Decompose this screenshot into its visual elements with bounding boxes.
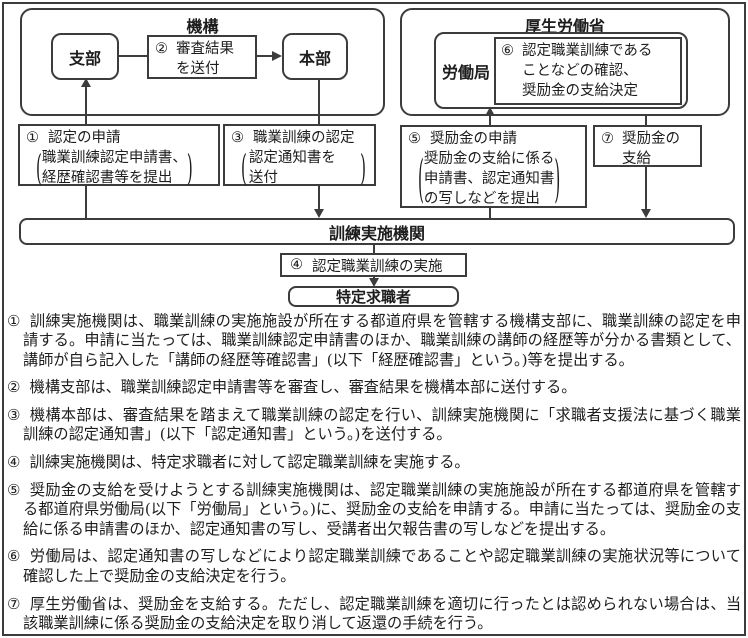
note-number: ② xyxy=(7,378,21,397)
note-text: 機構本部は、審査結果を踏まえて職業訓練の認定を行い、訓練実施機関に「求職者支援法… xyxy=(23,406,741,444)
labor-bureau-box: 労働局 ⑥ 認定職業訓練である ことなどの確認、 奨励金の支給決定 xyxy=(434,32,688,109)
step1-number: ① xyxy=(26,130,39,146)
step1-paren-text: 職業訓練認定申請書、 経歴確認書等を提出 xyxy=(41,150,187,186)
job-seeker-box: 特定求職者 xyxy=(288,286,459,307)
subsidy-application-box: ⑤ 奨励金の申請 奨励金の支給に係る 申請書、認定通知書 の写しなどを提出 xyxy=(400,125,587,208)
honbu-box: 本部 xyxy=(282,33,348,80)
note-number: ⑤ xyxy=(7,481,21,500)
note-text: 機構支部は、職業訓練認定申請書等を審査し、審査結果を機構本部に送付する。 xyxy=(29,378,577,397)
kikou-title: 機構 xyxy=(186,17,219,36)
note-number: ⑦ xyxy=(7,594,21,613)
kikou-group-box: 機構 支部 ② 審査結果 を送付 本部 xyxy=(20,8,385,116)
paren-right-decoration xyxy=(187,145,193,192)
note-text: 厚生労働省は、奨励金を支給する。ただし、認定職業訓練を適切に行ったとは認められな… xyxy=(23,594,742,632)
step3-paren-text: 認定通知書を 送付 xyxy=(248,150,336,186)
arrow-up-icon xyxy=(485,107,495,116)
connector-band-step4 xyxy=(373,245,375,253)
connector-mhlw-step7 xyxy=(645,116,647,125)
arrow-down-icon xyxy=(314,209,324,218)
step1-title: 認定の申請 xyxy=(48,130,121,146)
step3-title: 職業訓練の認定 xyxy=(253,130,355,146)
note-text: 訓練実施機関は、特定求職者に対して認定職業訓練を実施する。 xyxy=(29,453,470,472)
step4-number: ④ xyxy=(290,257,303,273)
connector-step1-shibu xyxy=(85,85,87,124)
step7-number: ⑦ xyxy=(601,131,614,147)
subsidy-payment-box: ⑦ 奨励金の 支給 xyxy=(593,125,702,167)
paren-right-decoration xyxy=(360,145,366,192)
note-number: ④ xyxy=(7,453,21,472)
note-text: 訓練実施機関は、職業訓練の実施施設が所在する都道府県を管轄する機構支部に、職業訓… xyxy=(23,312,741,369)
mhlw-group-box: 厚生労働省 労働局 ⑥ 認定職業訓練である ことなどの確認、 奨励金の支給決定 xyxy=(400,8,730,116)
step3-number: ③ xyxy=(231,130,244,146)
connector-shibu-step2 xyxy=(119,55,147,57)
step2-text: 審査結果 を送付 xyxy=(176,41,234,77)
paren-left-decoration xyxy=(418,146,424,213)
note-number: ③ xyxy=(7,406,21,425)
arrow-down-icon xyxy=(641,209,651,218)
certification-application-box: ① 認定の申請 職業訓練認定申請書、 経歴確認書等を提出 xyxy=(18,124,220,186)
connector-step2-honbu xyxy=(257,55,273,57)
honbu-label: 本部 xyxy=(298,48,331,68)
paren-right-decoration xyxy=(554,146,560,213)
note-item-2: ② 機構支部は、職業訓練認定申請書等を審査し、審査結果を機構本部に送付する。 xyxy=(7,378,741,397)
mhlw-title: 厚生労働省 xyxy=(524,17,605,36)
labor-bureau-label: 労働局 xyxy=(441,62,490,82)
connector-step3-band xyxy=(318,186,320,210)
note-text: 奨励金の支給を受けようとする訓練実施機関は、認定職業訓練の実施施設が所在する都道… xyxy=(23,481,741,538)
note-text: 労働局は、認定通知書の写しなどにより認定職業訓練であることや認定職業訓練の実施状… xyxy=(23,547,741,585)
connector-step7-band xyxy=(645,167,647,210)
arrow-right-icon xyxy=(272,51,282,61)
connector-step5-bureau xyxy=(489,114,491,125)
connector-band-step1 xyxy=(85,186,87,218)
training-implementation-box: ④ 認定職業訓練の実施 xyxy=(280,253,467,277)
training-certification-box: ③ 職業訓練の認定 認定通知書を 送付 xyxy=(223,124,376,186)
step6-number: ⑥ xyxy=(501,42,514,59)
review-result-box: ② 審査結果 を送付 xyxy=(147,35,257,79)
training-provider-label: 訓練実施機関 xyxy=(328,223,425,243)
confirmation-box: ⑥ 認定職業訓練である ことなどの確認、 奨励金の支給決定 xyxy=(494,36,682,105)
step4-text: 認定職業訓練の実施 xyxy=(312,258,443,275)
arrow-up-icon xyxy=(81,78,91,87)
note-item-4: ④ 訓練実施機関は、特定求職者に対して認定職業訓練を実施する。 xyxy=(7,453,741,472)
step5-paren-text: 奨励金の支給に係る 申請書、認定通知書 の写しなどを提出 xyxy=(423,151,555,207)
arrow-down-icon xyxy=(369,278,379,287)
shibu-box: 支部 xyxy=(51,33,119,80)
connector-honbu-step3 xyxy=(318,78,320,124)
job-seeker-label: 特定求職者 xyxy=(335,288,411,306)
step5-number: ⑤ xyxy=(408,131,421,147)
note-number: ⑥ xyxy=(7,547,21,566)
note-number: ① xyxy=(7,312,21,330)
connector-band-step5 xyxy=(489,208,491,218)
training-provider-band: 訓練実施機関 xyxy=(19,218,735,245)
paren-left-decoration xyxy=(36,145,42,192)
step2-number: ② xyxy=(155,41,168,57)
step6-text: 認定職業訓練である ことなどの確認、 奨励金の支給決定 xyxy=(522,42,653,99)
step5-title: 奨励金の申請 xyxy=(430,131,517,147)
shibu-label: 支部 xyxy=(68,48,101,68)
step7-text: 奨励金の 支給 xyxy=(622,131,680,167)
paren-left-decoration xyxy=(241,145,247,192)
